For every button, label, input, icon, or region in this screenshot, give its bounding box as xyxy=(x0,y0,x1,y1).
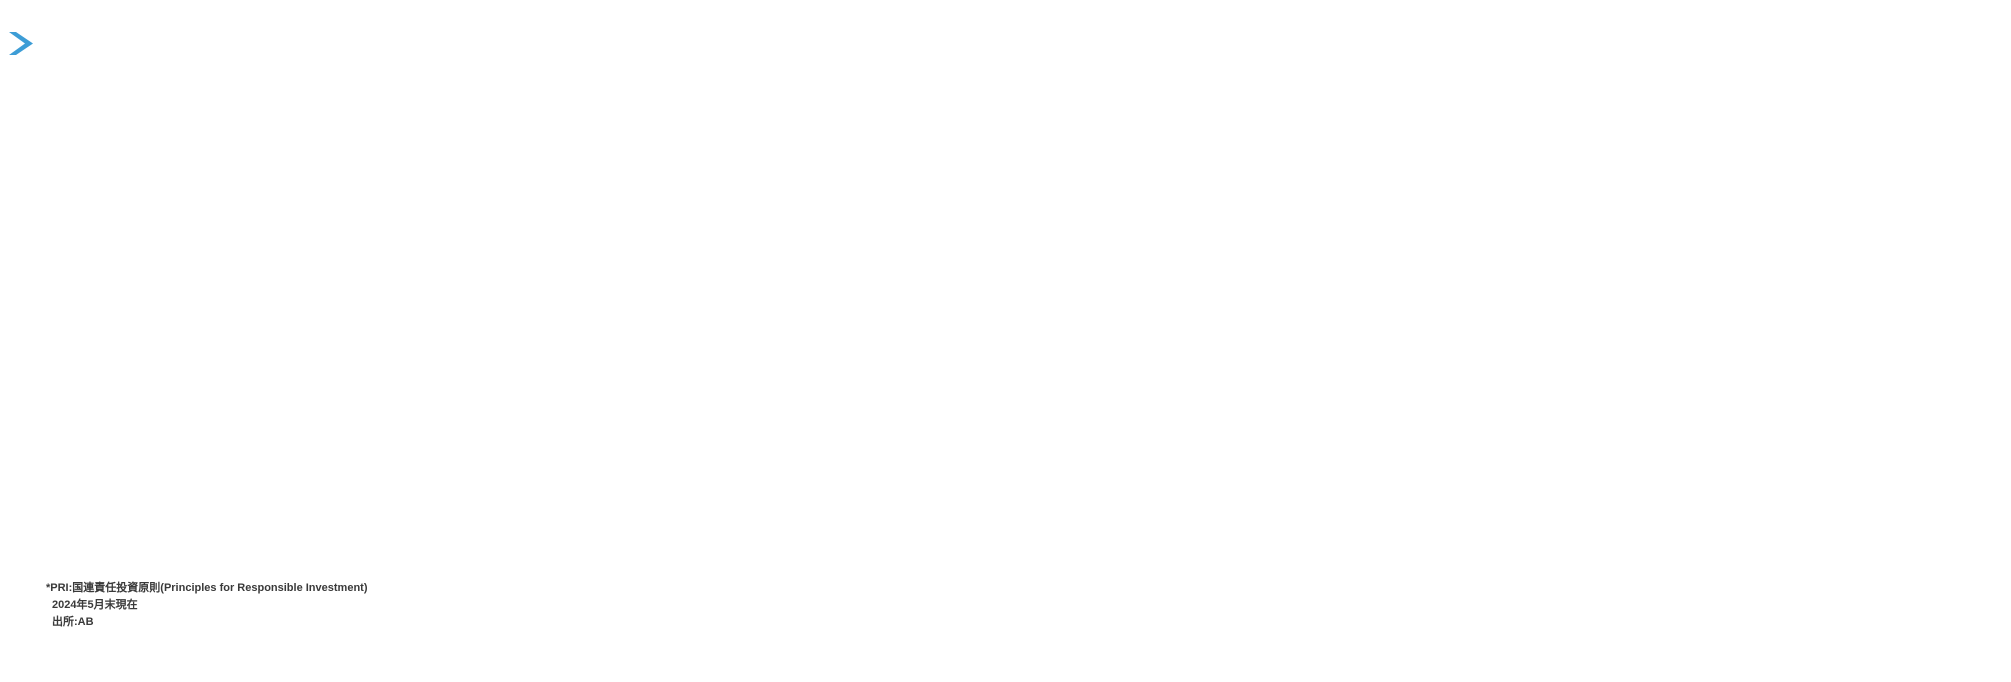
footnote: *PRI:国連責任投資原則(Principles for Responsible… xyxy=(46,580,368,631)
footnote-pri-definition: *PRI:国連責任投資原則(Principles for Responsible… xyxy=(46,582,368,594)
footnote-as-of-date: 2024年5月末現在 xyxy=(52,599,138,612)
timeline-lead-arrow-fragment xyxy=(9,32,33,55)
footnote-source: 出所:AB xyxy=(52,616,94,629)
